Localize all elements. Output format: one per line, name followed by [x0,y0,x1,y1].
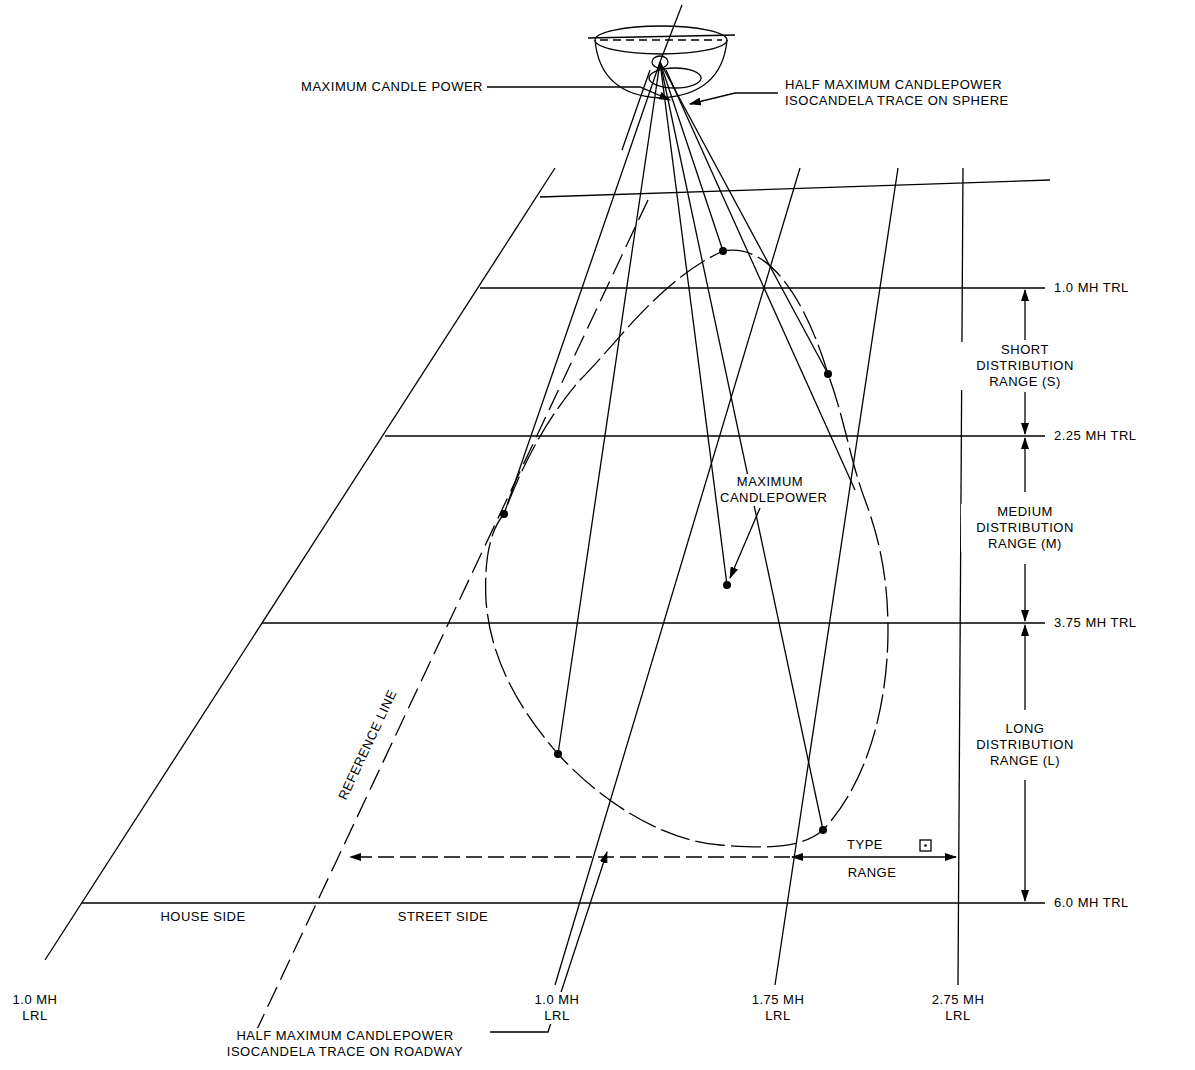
range-label: RANGE [846,865,899,881]
callout-label: MAXIMUM CANDLEPOWER [718,474,822,506]
trl-label: 6.0 MH TRL [1052,895,1131,911]
range-label: MEDIUM DISTRIBUTION RANGE (M) [961,504,1089,552]
lrl-label: 2.75 MH LRL [926,992,990,1024]
lrl-label: 1.75 MH LRL [746,992,810,1024]
reference-label: REFERENCE LINE [334,686,401,805]
range-label: LONG DISTRIBUTION RANGE (L) [961,721,1089,769]
type-label: TYPE [845,837,885,853]
lrl-label: 1.0 MH LRL [3,992,67,1024]
callout-label: HALF MAXIMUM CANDLEPOWER ISOCANDELA TRAC… [783,77,1055,109]
lrl-label: 1.0 MH LRL [525,992,589,1024]
callout-label: MAXIMUM CANDLE POWER [299,79,485,95]
trl-label: 2.25 MH TRL [1052,428,1139,444]
callout-label: HALF MAXIMUM CANDLEPOWER ISOCANDELA TRAC… [201,1028,490,1060]
side-label: STREET SIDE [396,909,491,925]
side-label: HOUSE SIDE [158,909,247,925]
trl-label: 3.75 MH TRL [1052,615,1139,631]
range-label: SHORT DISTRIBUTION RANGE (S) [961,342,1089,390]
trl-label: 1.0 MH TRL [1052,280,1131,296]
